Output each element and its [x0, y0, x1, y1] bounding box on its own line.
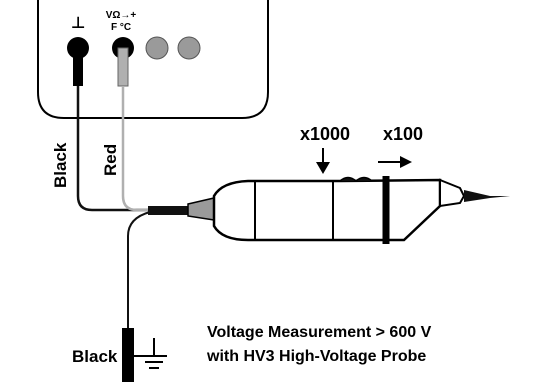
input-terminal-label-line1: VΩ→+: [106, 10, 137, 21]
red-wire: [121, 86, 150, 212]
multimeter-body: [37, 0, 269, 119]
common-terminal-symbol: ⊥: [71, 15, 86, 32]
ground-wire: [127, 211, 151, 330]
black-wire-label: Black: [51, 142, 70, 188]
x100-marker-label: x100: [383, 124, 423, 144]
probe-tip-needle: [464, 190, 510, 202]
black-plug: [73, 48, 83, 86]
caption-line-1: Voltage Measurement > 600 V: [207, 324, 432, 341]
input-terminal-label-line2: F °C: [111, 22, 131, 33]
caption-line-2: with HV3 High-Voltage Probe: [206, 348, 426, 365]
probe-strain-relief: [187, 197, 215, 221]
x100-arrow-head: [400, 156, 412, 168]
probe-grip-bumps: [339, 176, 373, 182]
jack-4: [177, 36, 201, 60]
ground-black-label: Black: [72, 347, 118, 366]
probe-body: [212, 178, 442, 242]
probe-tip-cone: [439, 178, 466, 208]
x1000-arrow-head: [316, 162, 330, 174]
x1000-marker-label: x1000: [300, 124, 350, 144]
black-wire: [76, 86, 150, 212]
ground-plug: [122, 328, 134, 382]
jack-3: [145, 36, 169, 60]
cable-sleeve: [148, 206, 188, 215]
red-plug: [117, 47, 129, 87]
red-wire-label: Red: [101, 144, 120, 176]
